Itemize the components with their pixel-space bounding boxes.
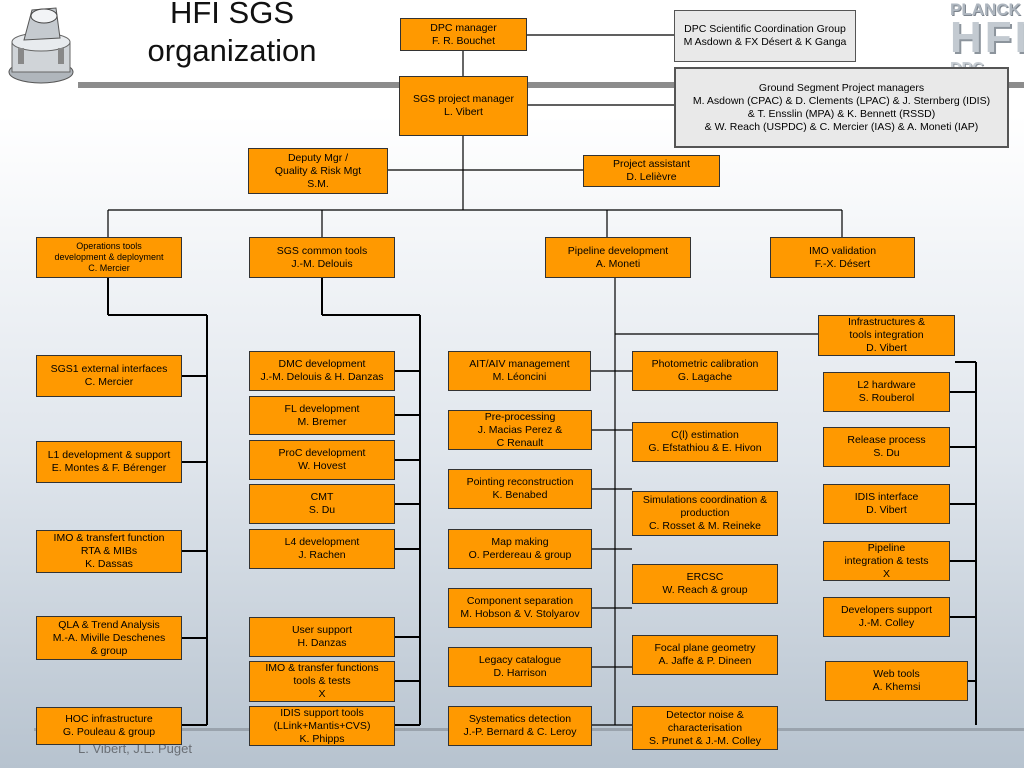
page-title: HFI SGS organization — [122, 0, 342, 70]
deputy-manager-box: Deputy Mgr / Quality & Risk Mgt S.M. — [248, 148, 388, 194]
detector-noise-box: Detector noise & characterisation S. Pru… — [632, 706, 778, 750]
imo-transfert-function-box: IMO & transfert function RTA & MIBs K. D… — [36, 530, 182, 573]
idis-interface-label: IDIS interface D. Vibert — [854, 491, 919, 516]
cl-estimation-box: C(l) estimation G. Efstathiou & E. Hivon — [632, 422, 778, 462]
ait-aiv-management-label: AIT/AIV management M. Léoncini — [469, 358, 570, 383]
developers-support-box: Developers support J.-M. Colley — [823, 597, 950, 637]
map-making-box: Map making O. Perdereau & group — [448, 529, 592, 569]
ercsc-box: ERCSC W. Reach & group — [632, 564, 778, 604]
dpc-coordination-group-label: DPC Scientific Coordination Group M Asdo… — [683, 23, 847, 48]
logo-planck-text: PLANCK — [950, 0, 1021, 19]
pre-processing-box: Pre-processing J. Macias Perez & C Renau… — [448, 410, 592, 450]
web-tools-box: Web tools A. Khemsi — [825, 661, 968, 701]
title-line-2: organization — [147, 33, 317, 68]
photometric-calibration-label: Photometric calibration G. Lagache — [651, 358, 759, 383]
ait-aiv-management-box: AIT/AIV management M. Léoncini — [448, 351, 591, 391]
pointing-reconstruction-label: Pointing reconstruction K. Benabed — [466, 476, 574, 501]
imo-transfer-tools-box: IMO & transfer functions tools & tests X — [249, 661, 395, 702]
qla-trend-analysis-label: QLA & Trend Analysis M.-A. Miville Desch… — [52, 618, 166, 657]
pipeline-development-box: Pipeline development A. Moneti — [545, 237, 691, 278]
l1-development-box: L1 development & support E. Montes & F. … — [36, 441, 182, 483]
imo-transfert-function-label: IMO & transfert function RTA & MIBs K. D… — [53, 532, 165, 570]
pipeline-integration-box: Pipeline integration & tests X — [823, 541, 950, 581]
pre-processing-label: Pre-processing J. Macias Perez & C Renau… — [477, 410, 563, 449]
ground-segment-managers-label: Ground Segment Project managers M. Asdow… — [692, 81, 991, 133]
release-process-box: Release process S. Du — [823, 427, 950, 467]
logo-hfi-text: HFI — [950, 13, 1024, 62]
title-line-1: HFI SGS — [169, 0, 294, 30]
sgs-common-tools-box: SGS common tools J.-M. Delouis — [249, 237, 395, 278]
fl-development-box: FL development M. Bremer — [249, 396, 395, 435]
l2-hardware-label: L2 hardware S. Rouberol — [857, 379, 916, 404]
focal-plane-geometry-label: Focal plane geometry A. Jaffe & P. Dinee… — [654, 642, 756, 667]
map-making-label: Map making O. Perdereau & group — [468, 536, 572, 561]
simulations-coordination-label: Simulations coordination & production C.… — [642, 494, 768, 532]
planck-satellite-image — [8, 7, 74, 84]
hoc-infrastructure-box: HOC infrastructure G. Pouleau & group — [36, 707, 182, 745]
release-process-label: Release process S. Du — [847, 434, 926, 459]
fl-development-label: FL development M. Bremer — [284, 402, 360, 428]
sgs-project-manager-label: SGS project manager L. Vibert — [413, 93, 514, 118]
project-assistant-label: Project assistant D. Lelièvre — [612, 158, 691, 183]
sgs1-external-interfaces-label: SGS1 external interfaces C. Mercier — [50, 363, 168, 388]
proc-development-label: ProC development W. Hovest — [278, 447, 366, 472]
component-separation-label: Component separation M. Hobson & V. Stol… — [460, 595, 580, 620]
sgs-project-manager-box: SGS project manager L. Vibert — [399, 76, 528, 136]
user-support-box: User support H. Danzas — [249, 617, 395, 657]
proc-development-box: ProC development W. Hovest — [249, 440, 395, 480]
idis-support-tools-box: IDIS support tools (LLink+Mantis+CVS) K.… — [249, 706, 395, 746]
web-tools-label: Web tools A. Khemsi — [872, 668, 921, 693]
imo-validation-box: IMO validation F.-X. Désert — [770, 237, 915, 278]
infrastructures-integration-box: Infrastructures & tools integration D. V… — [818, 315, 955, 356]
ercsc-label: ERCSC W. Reach & group — [662, 571, 748, 596]
hoc-infrastructure-label: HOC infrastructure G. Pouleau & group — [62, 713, 156, 738]
developers-support-label: Developers support J.-M. Colley — [840, 604, 933, 629]
imo-validation-label: IMO validation F.-X. Désert — [808, 244, 877, 270]
l2-hardware-box: L2 hardware S. Rouberol — [823, 372, 950, 412]
dpc-manager-label: DPC manager F. R. Bouchet — [430, 21, 497, 47]
title-divider — [78, 82, 675, 88]
l4-development-label: L4 development J. Rachen — [284, 536, 360, 561]
dpc-manager-box: DPC manager F. R. Bouchet — [400, 18, 527, 51]
user-support-label: User support H. Danzas — [291, 624, 353, 649]
idis-support-tools-label: IDIS support tools (LLink+Mantis+CVS) K.… — [273, 706, 371, 745]
focal-plane-geometry-box: Focal plane geometry A. Jaffe & P. Dinee… — [632, 635, 778, 675]
ground-segment-managers-box: Ground Segment Project managers M. Asdow… — [674, 67, 1009, 148]
photometric-calibration-box: Photometric calibration G. Lagache — [632, 351, 778, 391]
qla-trend-analysis-box: QLA & Trend Analysis M.-A. Miville Desch… — [36, 616, 182, 660]
cmt-label: CMT S. Du — [308, 491, 336, 516]
l1-development-label: L1 development & support E. Montes & F. … — [47, 449, 171, 474]
operations-tools-box: Operations tools development & deploymen… — [36, 237, 182, 278]
cmt-box: CMT S. Du — [249, 484, 395, 524]
simulations-coordination-box: Simulations coordination & production C.… — [632, 491, 778, 536]
detector-noise-label: Detector noise & characterisation S. Pru… — [648, 708, 762, 747]
imo-transfer-tools-label: IMO & transfer functions tools & tests X — [265, 662, 379, 700]
component-separation-box: Component separation M. Hobson & V. Stol… — [448, 588, 592, 628]
idis-interface-box: IDIS interface D. Vibert — [823, 484, 950, 524]
l4-development-box: L4 development J. Rachen — [249, 529, 395, 569]
systematics-detection-label: Systematics detection J.-P. Bernard & C.… — [463, 713, 577, 738]
dpc-coordination-group-box: DPC Scientific Coordination Group M Asdo… — [674, 10, 856, 62]
pipeline-integration-label: Pipeline integration & tests X — [844, 541, 929, 580]
sgs-common-tools-label: SGS common tools J.-M. Delouis — [276, 244, 368, 270]
legacy-catalogue-box: Legacy catalogue D. Harrison — [448, 647, 592, 687]
sgs1-external-interfaces-box: SGS1 external interfaces C. Mercier — [36, 355, 182, 397]
pipeline-development-label: Pipeline development A. Moneti — [567, 244, 669, 270]
deputy-manager-label: Deputy Mgr / Quality & Risk Mgt S.M. — [274, 151, 362, 190]
dmc-development-label: DMC development J.-M. Delouis & H. Danza… — [260, 358, 384, 383]
dmc-development-box: DMC development J.-M. Delouis & H. Danza… — [249, 351, 395, 391]
project-assistant-box: Project assistant D. Lelièvre — [583, 155, 720, 187]
systematics-detection-box: Systematics detection J.-P. Bernard & C.… — [448, 706, 592, 746]
legacy-catalogue-label: Legacy catalogue D. Harrison — [478, 654, 562, 679]
cl-estimation-label: C(l) estimation G. Efstathiou & E. Hivon — [648, 429, 762, 454]
pointing-reconstruction-box: Pointing reconstruction K. Benabed — [448, 469, 592, 509]
infrastructures-integration-label: Infrastructures & tools integration D. V… — [847, 316, 926, 354]
operations-tools-label: Operations tools development & deploymen… — [54, 241, 164, 273]
